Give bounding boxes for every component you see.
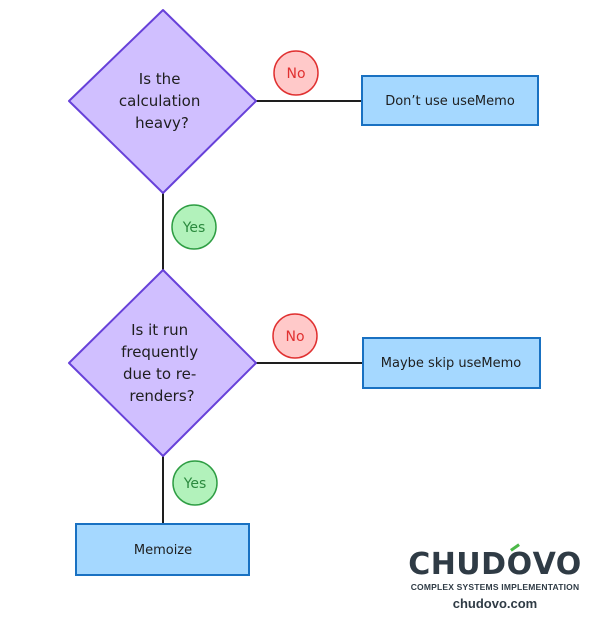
yes-pill-2 [172,460,218,506]
connectors [162,100,363,524]
outcome-maybe-skip: Maybe skip useMemo [362,337,541,389]
outcome-dont-use: Don’t use useMemo [361,75,539,126]
brand-name-part-1: CHU [408,547,482,582]
svg-text:Is the calculation: Is the calculation heavy? [119,70,205,132]
decision-1-line-3: heavy? [135,114,189,132]
decision-2-line-2: frequently [121,343,198,361]
edge-label-yes-1: Yes [171,204,217,250]
yes-label-2: Yes [183,476,207,492]
no-label-1: No [286,66,305,82]
outcome-maybe-skip-box [362,337,541,389]
edge-label-yes-2: Yes [172,460,218,506]
decision-1-line-1: Is the [139,70,181,88]
brand-url: chudovo.com [452,596,538,611]
brand-name: CHUDOVO [405,549,585,581]
outcome-memoize-box [75,523,250,576]
brand-name-part-4: VO [532,547,582,582]
decision-1-shape [68,9,257,194]
no-pill-1 [273,50,319,96]
edge-label-no-1: No [273,50,319,96]
decision-2: Is it run frequently due to re- renders? [68,269,257,457]
decision-1: Is the calculation heavy? [68,9,257,194]
outcome-dont-use-box [361,75,539,126]
brand-logo: CHUDOVO COMPLEX SYSTEMS IMPLEMENTATION c… [405,549,585,612]
outcome-memoize: Memoize [75,523,250,576]
brand-name-part-3: O [506,547,533,582]
edge-label-no-2: No [272,313,318,359]
outcome-memoize-label: Memoize [134,543,192,558]
decision-2-line-3: due to re- [123,365,196,383]
decision-2-shape [68,269,257,457]
yes-pill-1 [171,204,217,250]
yes-label-1: Yes [182,220,206,236]
outcome-maybe-skip-label: Maybe skip useMemo [381,356,521,371]
no-pill-2 [272,313,318,359]
brand-name-part-2: D [481,547,507,582]
no-label-2: No [285,329,304,345]
decision-1-line-2: calculation [119,92,200,110]
svg-text:Is it run frequently: Is it run frequently due to re- renders? [121,321,203,405]
outcome-dont-use-label: Don’t use useMemo [385,94,515,109]
decision-2-line-4: renders? [129,387,194,405]
decision-2-line-1: Is it run [131,321,188,339]
brand-tagline: COMPLEX SYSTEMS IMPLEMENTATION [410,582,580,592]
